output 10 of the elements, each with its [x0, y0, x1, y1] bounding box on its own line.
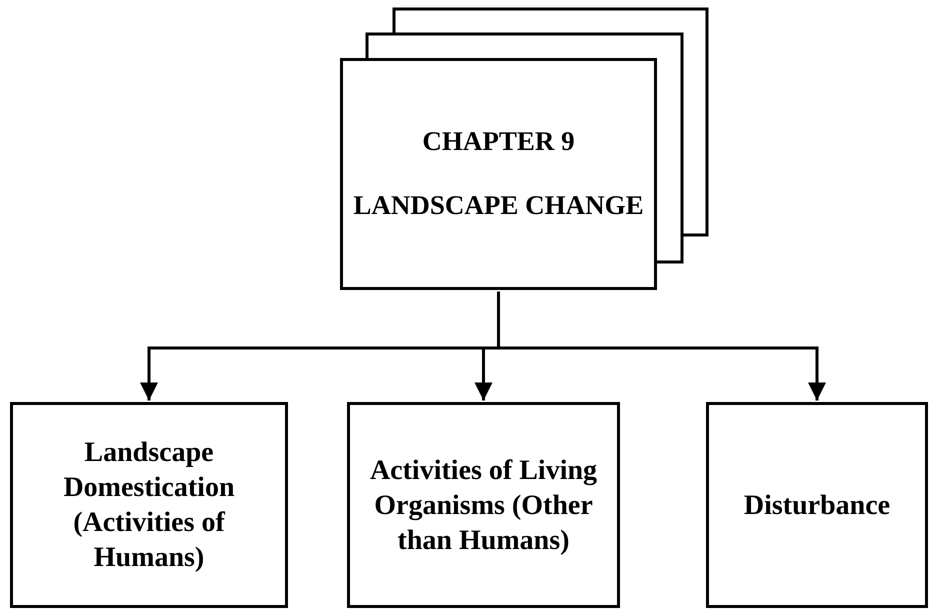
topic-box — [347, 402, 620, 608]
topic-label: Landscape Domestication (Activities of Humans) — [62, 436, 236, 575]
topic-box — [10, 402, 288, 608]
arrow — [497, 292, 826, 400]
topic-label: Disturbance — [744, 488, 890, 522]
chapter-box — [340, 58, 657, 290]
topic-label: Activities of Living Organisms (Other than Humans) — [368, 454, 598, 558]
chapter-title: LANDSCAPE CHANGE — [353, 189, 644, 222]
topic-box — [706, 402, 928, 608]
chapter-number: CHAPTER 9 — [422, 125, 575, 158]
